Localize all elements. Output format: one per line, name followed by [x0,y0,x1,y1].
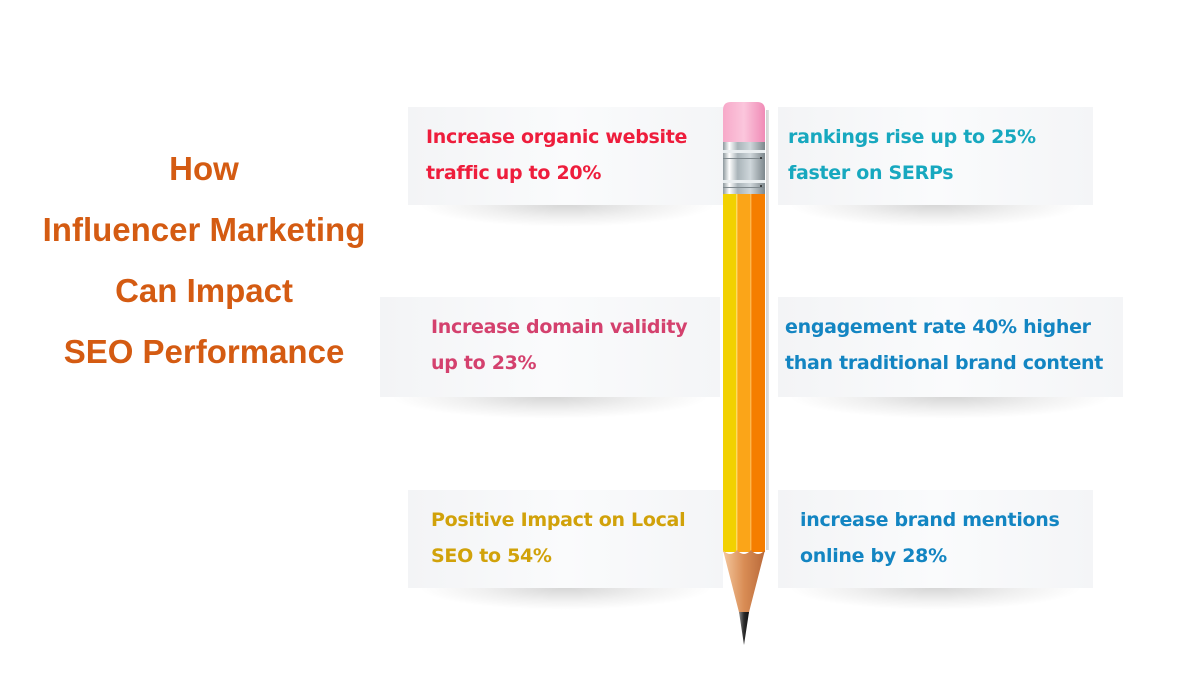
stat-line: online by 28% [800,545,947,567]
pencil-icon [723,102,769,645]
stat-card-local-seo: Positive Impact on Local SEO to 54% [408,490,723,610]
stat-line: traffic up to 20% [426,162,602,184]
title-line: SEO Performance [63,333,345,370]
stat-card-engagement: engagement rate 40% higher than traditio… [778,297,1123,419]
title-line: Influencer Marketing [42,211,366,248]
stat-card-text: Increase organic website traffic up to 2… [426,119,687,191]
stat-line: than traditional brand content [785,352,1104,374]
stat-card-rankings: rankings rise up to 25% faster on SERPs [778,107,1093,227]
stat-card-text: increase brand mentions online by 28% [800,502,1060,574]
stat-line: up to 23% [431,352,537,374]
stat-card-text: Positive Impact on Local SEO to 54% [431,502,686,574]
stat-card-brand-mentions: increase brand mentions online by 28% [778,490,1093,610]
stat-line: Positive Impact on Local [431,509,686,531]
title-line: Can Impact [115,272,293,309]
stat-line: Increase organic website [426,126,688,148]
stat-line: rankings rise up to 25% [788,126,1036,148]
stat-card-domain-validity: Increase domain validity up to 23% [380,297,720,419]
stat-line: Increase domain validity [431,316,688,338]
stat-line: increase brand mentions [800,509,1060,531]
stat-line: engagement rate 40% higher [785,316,1091,338]
title-line: How [169,150,239,187]
stat-card-text: engagement rate 40% higher than traditio… [785,309,1103,381]
stat-card-text: Increase domain validity up to 23% [431,309,688,381]
stat-line: faster on SERPs [788,162,954,184]
infographic-title: How Influencer Marketing Can Impact SEO … [0,138,408,382]
stat-card-organic-traffic: Increase organic website traffic up to 2… [408,107,726,227]
stat-card-text: rankings rise up to 25% faster on SERPs [788,119,1036,191]
stat-line: SEO to 54% [431,545,552,567]
